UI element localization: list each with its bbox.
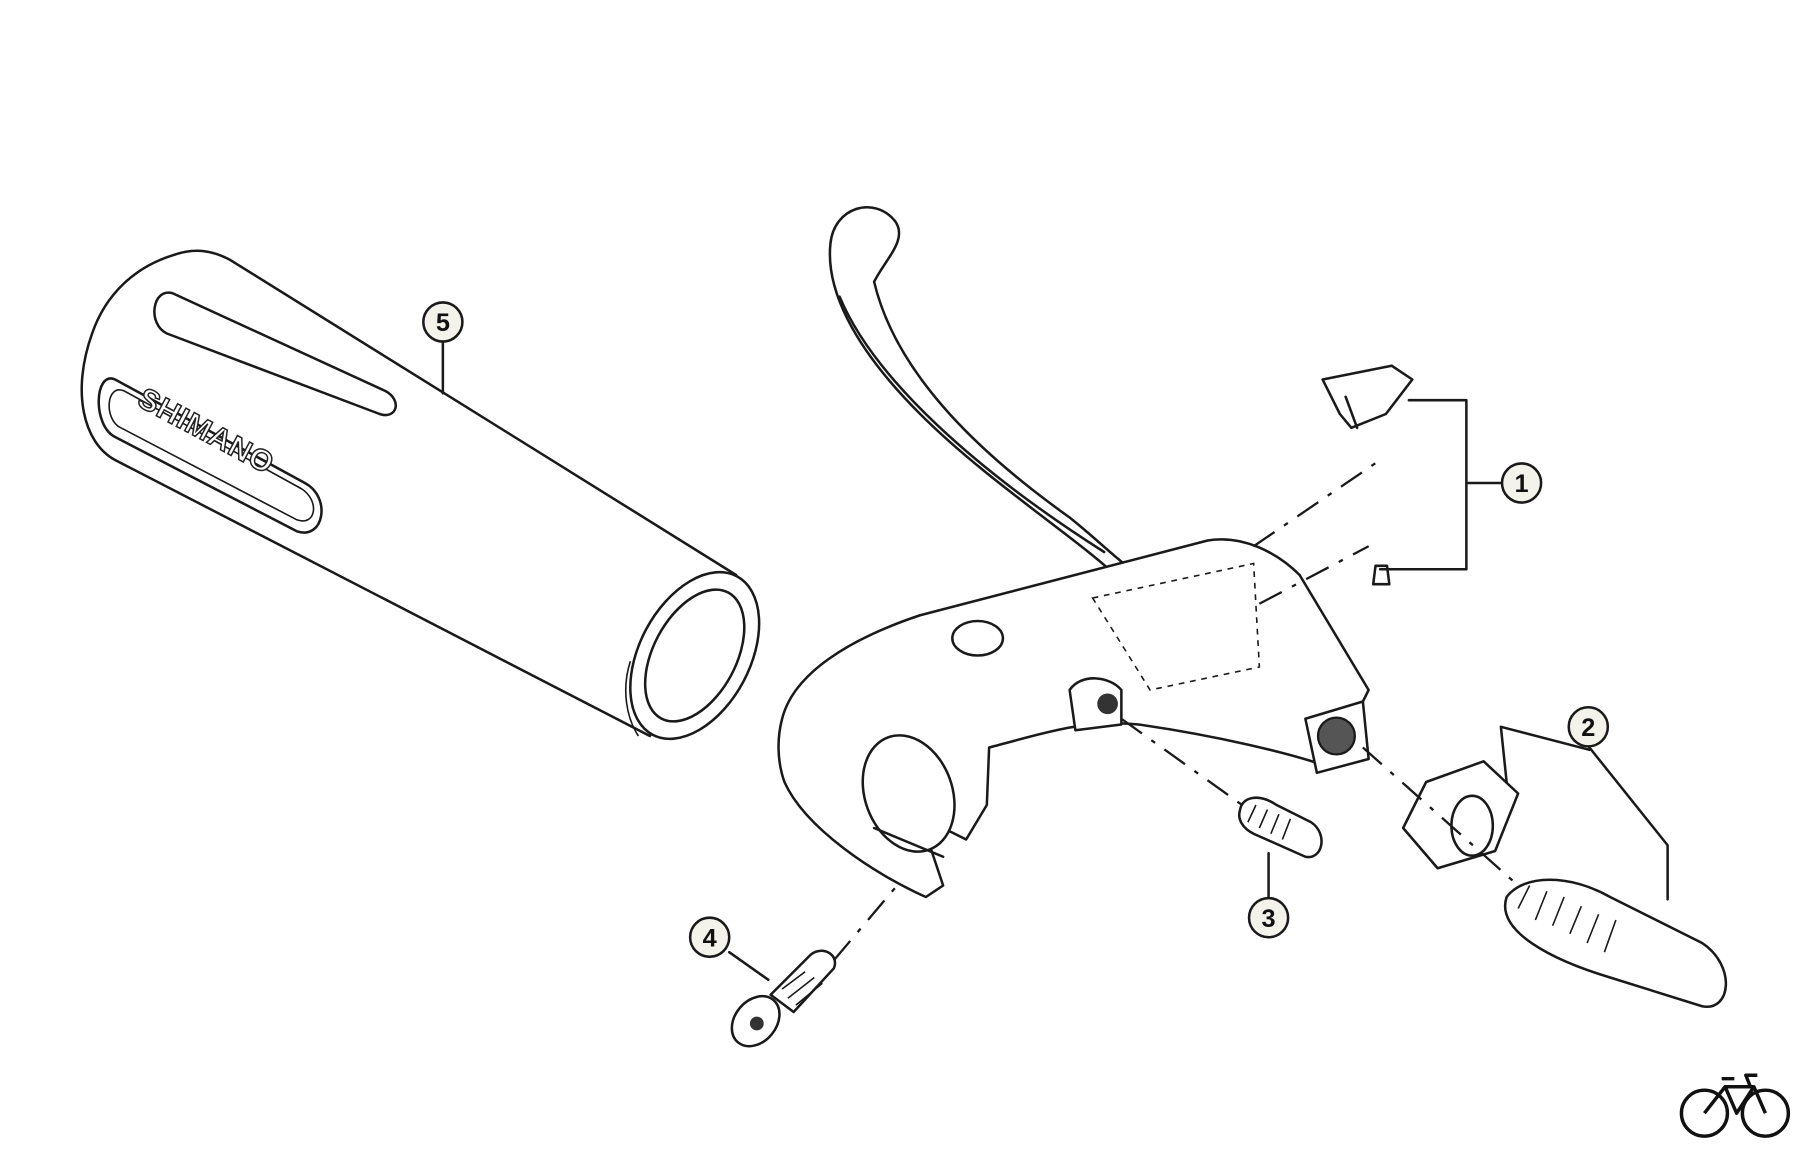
callout-4: 4 bbox=[688, 916, 731, 959]
assembly-line bbox=[1258, 545, 1370, 605]
svg-text:4: 4 bbox=[703, 924, 717, 952]
svg-text:5: 5 bbox=[436, 309, 450, 337]
callout-3: 3 bbox=[1247, 896, 1290, 939]
svg-text:3: 3 bbox=[1262, 905, 1276, 933]
assembly-line bbox=[1252, 459, 1381, 548]
callout-5: 5 bbox=[422, 301, 464, 343]
callout-leaders bbox=[441, 341, 1669, 982]
lever-body bbox=[777, 538, 1370, 899]
assembly-line bbox=[832, 884, 899, 961]
svg-text:2: 2 bbox=[1581, 714, 1595, 742]
svg-text:1: 1 bbox=[1515, 470, 1529, 498]
assembly-line bbox=[1362, 746, 1519, 887]
lever-pin-part bbox=[1321, 364, 1414, 586]
callout-2: 2 bbox=[1567, 705, 1610, 748]
callout-1: 1 bbox=[1500, 462, 1543, 504]
lever-blade bbox=[828, 205, 1140, 583]
adjuster-part bbox=[1401, 760, 1728, 1008]
set-screw-part bbox=[1238, 796, 1323, 859]
grip-part: SHIMANO bbox=[80, 249, 761, 741]
assembly-line bbox=[1120, 717, 1243, 806]
bicycle-icon bbox=[1679, 1073, 1791, 1138]
clamp-bolt-part bbox=[730, 949, 837, 1048]
